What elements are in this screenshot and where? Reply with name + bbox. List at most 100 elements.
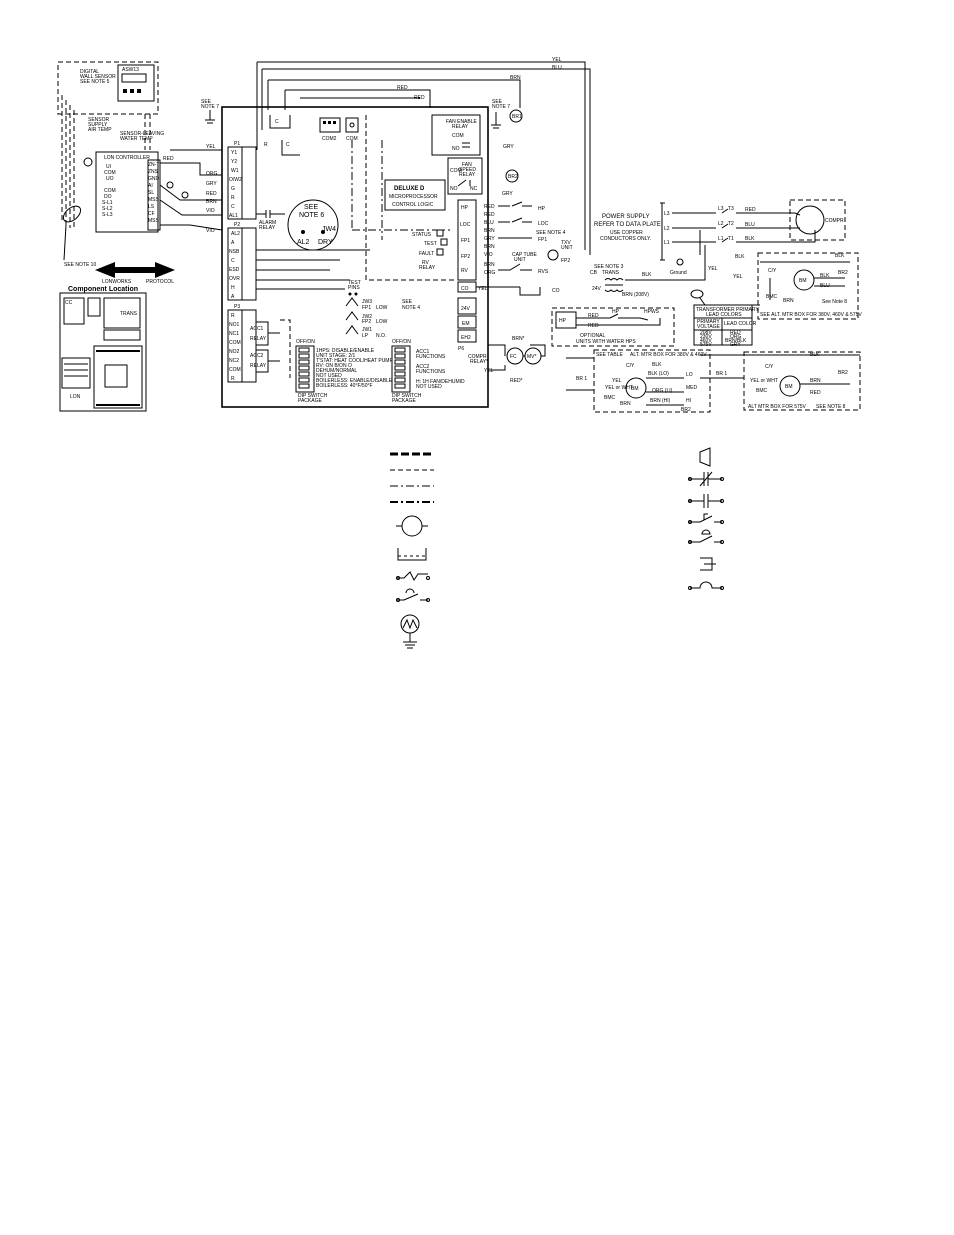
jw1-label: LP: [362, 333, 369, 339]
lon-term: S-L3: [102, 212, 113, 218]
acc2-label: RELAY: [250, 363, 267, 369]
trans-table-rows: 208V RED 230V ORG 460V BRN/BLK 575V GRY: [700, 330, 747, 348]
right-terms: HP LOC FP1 FP2 RV: [460, 205, 471, 274]
lon-controller: LON CONTROLLER UI COM UO COM DO S-L1 S-L…: [95, 151, 223, 233]
status-led-label: STATUS: [412, 232, 432, 238]
dip-label: NOT USED: [416, 384, 442, 390]
fault-led-label: FAULT: [419, 251, 434, 257]
wire-color: BLK: [745, 236, 755, 242]
p2-term: NSB: [229, 249, 240, 255]
lon-term-r: AI: [148, 183, 153, 189]
wire-color: BRN: [484, 228, 495, 234]
trans-label: TRANS: [602, 270, 620, 276]
lon-term-r: ZN-T: [148, 162, 159, 168]
hp-box-label: HP: [559, 318, 567, 324]
dip-pkg-label: PACKAGE: [298, 398, 322, 404]
p3-term: NC1: [229, 331, 239, 337]
dip-label: BOILERLESS: 40°F/50°F: [316, 383, 373, 389]
dip-label: FUNCTIONS: [416, 369, 446, 375]
p2-term: A: [231, 294, 235, 300]
c-label: C: [275, 119, 279, 125]
trans-cell: GRY: [730, 342, 741, 348]
right-term: RV: [461, 268, 469, 274]
compr-relay-label: COMPR: [468, 354, 487, 360]
fan-speed-label: SPEED: [459, 167, 476, 173]
wire-color: VIO: [206, 208, 215, 214]
fc-label: FC: [510, 354, 517, 360]
acc1-label: RELAY: [250, 336, 267, 342]
red-wire: RED: [588, 313, 599, 319]
thermistor-icon: [83, 157, 93, 167]
br2-label-3: BR2: [838, 370, 848, 376]
wire-color: RED: [484, 212, 495, 218]
cc-term: L2: [718, 221, 724, 227]
lon-term: UO: [106, 176, 114, 182]
p1-term: AL1: [229, 213, 238, 219]
supply-air-1: SENSOR: [88, 117, 110, 123]
dip-label: RV: ON B/ON O: [316, 363, 352, 369]
blk-wire: BLK: [835, 253, 845, 259]
test-pins-label: PINS: [348, 285, 360, 291]
compressor-icon: [795, 205, 825, 235]
bm-label: BM: [799, 278, 807, 284]
dip-right-labels: ACC1 FUNCTIONS ACC2 FUNCTIONS H: 1H FAN/…: [416, 349, 465, 390]
right-term: FP2: [461, 254, 470, 260]
deluxe-subtitle: MICROPROCESSOR: [389, 194, 438, 200]
see-note-6: SEE: [304, 204, 318, 211]
wire-color: RED: [206, 191, 217, 197]
off-on-label: OFF/ON: [296, 339, 315, 345]
blower-motor-icon-2: [625, 377, 647, 399]
em-label: EM: [462, 321, 470, 327]
t-term: T2: [728, 221, 734, 227]
trans-cell: 208V: [700, 330, 712, 336]
trans-table-head: LEAD COLOR: [724, 321, 757, 327]
hp-label: HP: [538, 206, 546, 212]
red-top: RED: [397, 85, 408, 91]
lo-label: LO: [686, 372, 693, 378]
hi-label: HI: [686, 398, 691, 404]
blower-motor-icon: [793, 269, 815, 291]
bmc-label: BMC: [766, 294, 778, 300]
blower-motor-icon-3: [779, 375, 801, 397]
legend-right: [688, 447, 724, 590]
gry-wire-2: GRY: [503, 144, 514, 150]
legend-thermal-switch-icon: [396, 571, 428, 581]
p3-term: COM: [229, 367, 241, 373]
rvs-label: RVS: [538, 269, 549, 275]
jw1-label: JW1: [362, 327, 372, 333]
motor-box-380: SEE TABLE ALT. MTR BOX FOR 380V & 460V B…: [566, 349, 711, 413]
sensor-label-1: DIGITAL: [80, 69, 99, 75]
wire-color: BRN: [484, 244, 495, 250]
dip-switch-left: [298, 347, 310, 389]
wire-color: VIO: [206, 228, 215, 234]
br2-label-2: BR2: [681, 407, 691, 413]
dip-label: BOILERLESS: ENABLE/DISABLE: [316, 378, 393, 384]
dip-pkg-label: PACKAGE: [392, 398, 416, 404]
compr-relay-label: RELAY*: [470, 359, 488, 365]
jw2-label: LOW: [376, 319, 388, 325]
jw2-label: JW2: [362, 314, 372, 320]
right-term: CO: [461, 286, 469, 292]
cc-term: L3: [718, 206, 724, 212]
fan-speed-label: RELAY: [459, 172, 476, 178]
see-note-6: NOTE 6: [299, 212, 324, 219]
p2-term: A: [231, 240, 235, 246]
p3-term: COM: [229, 340, 241, 346]
test-led-label: TEST: [424, 241, 437, 247]
optional-label: UNITS WITH WATER HPS: [576, 339, 636, 345]
jw1-label: N.O.: [376, 333, 386, 339]
lon-term-r: MSS: [148, 197, 160, 203]
wire-color: BLU: [484, 220, 494, 226]
trans-label: TRANS: [120, 311, 138, 317]
br1-label-2: BR 1: [716, 371, 727, 377]
dip-left-labels: 1HPS: DISABLE/ENABLE UNIT STAGE: 2/1 T'S…: [316, 348, 393, 389]
p3-label: P3: [234, 304, 240, 310]
no-label: NO: [452, 146, 460, 152]
supply-air-2: SUPPLY: [88, 122, 108, 128]
yel-wire: YEL: [484, 368, 494, 374]
txv-label: TXV: [561, 240, 571, 246]
brn-star: BRN*: [512, 336, 525, 342]
t-term: T3: [728, 206, 734, 212]
com-label: COM: [452, 133, 464, 139]
